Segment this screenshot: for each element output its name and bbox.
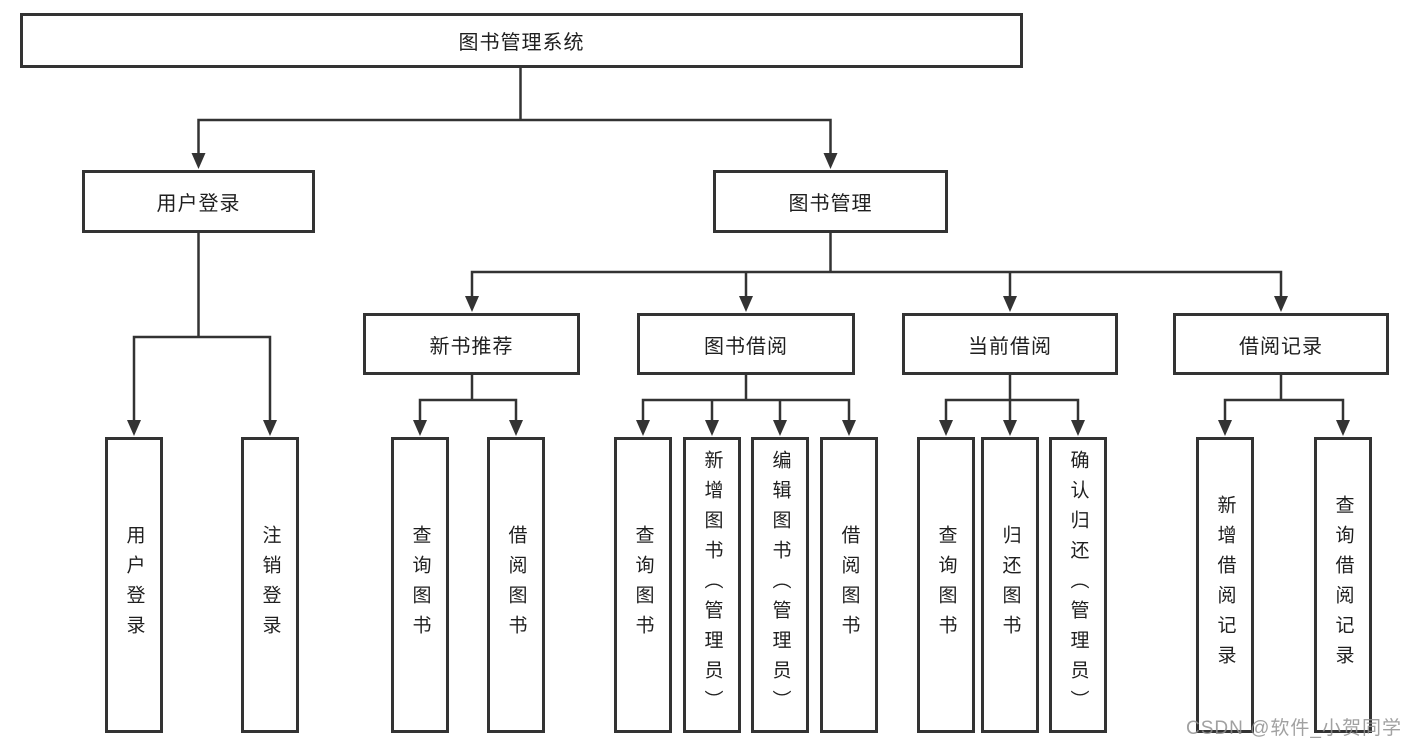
node-borrowing-records-label: 借阅记录 [1239, 335, 1323, 358]
node-leaf-add-borrow-record-label: 新增借阅记录 [1214, 495, 1236, 675]
node-leaf-query-books-1: 查询图书 [391, 437, 449, 733]
node-book-borrowing: 图书借阅 [637, 313, 855, 375]
node-leaf-add-book-admin: 新增图书（管理员） [683, 437, 741, 733]
node-book-management-system-label: 图书管理系统 [458, 32, 585, 54]
node-book-management-system: 图书管理系统 [20, 13, 1023, 68]
node-leaf-edit-book-admin-label: 编辑图书（管理员） [769, 450, 791, 720]
node-leaf-user-login: 用户登录 [105, 437, 163, 733]
node-leaf-query-books-3-label: 查询图书 [935, 525, 957, 645]
node-leaf-borrow-books-1: 借阅图书 [487, 437, 545, 733]
tree-edges [132, 66, 1345, 425]
node-leaf-confirm-return-admin-label: 确认归还（管理员） [1067, 450, 1089, 720]
node-leaf-query-borrow-record: 查询借阅记录 [1314, 437, 1372, 733]
node-book-management-label: 图书管理 [788, 193, 873, 215]
node-leaf-query-books-2-label: 查询图书 [632, 525, 654, 645]
node-leaf-return-book-label: 归还图书 [999, 525, 1021, 645]
node-user-login-label: 用户登录 [156, 193, 241, 215]
node-leaf-query-books-3: 查询图书 [917, 437, 975, 733]
node-leaf-add-borrow-record: 新增借阅记录 [1196, 437, 1254, 733]
node-new-book-recommendation: 新书推荐 [363, 313, 580, 375]
node-book-borrowing-label: 图书借阅 [704, 335, 788, 358]
node-book-management: 图书管理 [713, 170, 948, 233]
node-leaf-query-borrow-record-label: 查询借阅记录 [1332, 495, 1354, 675]
arrowheads [127, 153, 1350, 436]
node-user-login: 用户登录 [82, 170, 315, 233]
node-current-borrowing: 当前借阅 [902, 313, 1118, 375]
node-leaf-confirm-return-admin: 确认归还（管理员） [1049, 437, 1107, 733]
node-leaf-user-login-label: 用户登录 [123, 525, 145, 645]
node-new-book-recommendation-label: 新书推荐 [429, 335, 514, 358]
node-current-borrowing-label: 当前借阅 [968, 335, 1052, 358]
node-leaf-return-book: 归还图书 [981, 437, 1039, 733]
node-leaf-query-books-1-label: 查询图书 [409, 525, 431, 645]
node-leaf-logout-label: 注销登录 [259, 525, 281, 645]
node-leaf-borrow-books-2: 借阅图书 [820, 437, 878, 733]
node-leaf-logout: 注销登录 [241, 437, 299, 733]
node-leaf-edit-book-admin: 编辑图书（管理员） [751, 437, 809, 733]
node-leaf-borrow-books-2-label: 借阅图书 [838, 525, 860, 645]
node-leaf-add-book-admin-label: 新增图书（管理员） [701, 450, 723, 720]
node-borrowing-records: 借阅记录 [1173, 313, 1389, 375]
node-leaf-query-books-2: 查询图书 [614, 437, 672, 733]
csdn-watermark: CSDN @软件_小贺同学 [1186, 718, 1402, 739]
node-leaf-borrow-books-1-label: 借阅图书 [505, 525, 527, 645]
